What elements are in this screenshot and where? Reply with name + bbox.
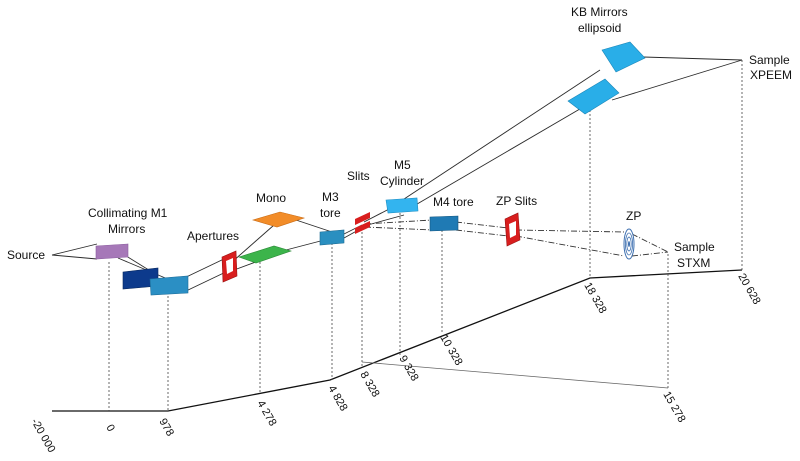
tick-label: 15 278 [660, 390, 687, 425]
mono-mirror-green [238, 245, 292, 264]
apertures-component [221, 250, 238, 283]
label-kb-mirrors: KB Mirrors [571, 5, 628, 19]
tick-label: 18 328 [581, 281, 608, 316]
label-sample-stxm: Sample [674, 240, 715, 254]
label-zp: ZP [626, 209, 641, 223]
label-apertures: Apertures [187, 229, 239, 243]
tick-label: 9 328 [396, 354, 420, 384]
label-m3-tore: tore [320, 206, 341, 220]
tick-label: 4 828 [325, 384, 349, 414]
kb-mirror-upper [601, 41, 646, 73]
label-source: Source [7, 248, 45, 262]
label-mono: Mono [256, 191, 286, 205]
label-m4-tore: M4 tore [433, 195, 474, 209]
label-sample-stxm-2: STXM [677, 256, 710, 270]
label-collimating-mirrors: Mirrors [108, 222, 145, 236]
label-sample-xpeem-2: XPEEM [750, 68, 792, 82]
label-slits: Slits [347, 169, 370, 183]
zp-slits-component [504, 212, 521, 247]
label-m5-cylinder: Cylinder [380, 174, 424, 188]
label-collimating-m1: Collimating M1 [88, 206, 168, 220]
label-m5: M5 [394, 158, 411, 172]
zone-plate [623, 228, 635, 260]
tick-label: 0 [103, 423, 116, 434]
axis-tick-labels: -20 000 0 978 4 278 4 828 8 328 9 328 10… [28, 272, 762, 455]
collimating-mirror-teal [149, 275, 189, 296]
slits-component [355, 212, 370, 234]
m5-cylinder-mirror [385, 197, 419, 214]
drop-lines [108, 60, 743, 411]
label-zp-slits: ZP Slits [496, 194, 537, 208]
label-sample-xpeem: Sample [749, 53, 790, 67]
kb-mirror-lower [567, 78, 620, 115]
tick-label: 10 328 [437, 333, 464, 368]
m3-tore-mirror [319, 229, 345, 246]
distance-baseline [52, 269, 743, 412]
collimating-m1-mirror [95, 243, 129, 260]
tick-label: 4 278 [254, 399, 278, 429]
label-kb-ellipsoid: ellipsoid [578, 21, 621, 35]
tick-label: 8 328 [357, 370, 381, 400]
tick-label: 978 [156, 417, 176, 439]
tick-label: -20 000 [28, 417, 57, 455]
m4-tore-mirror [429, 215, 459, 232]
mono-grating-orange [251, 211, 306, 228]
tick-label: 20 628 [735, 272, 762, 307]
label-m3: M3 [322, 190, 339, 204]
